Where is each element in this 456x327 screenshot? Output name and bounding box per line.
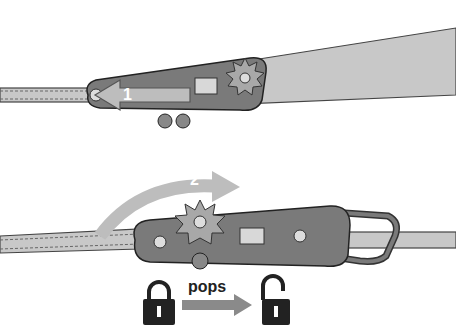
pivot-pin — [154, 236, 166, 248]
strap-right — [240, 28, 456, 104]
gear-axle — [240, 73, 250, 83]
ratchet-handle — [87, 58, 266, 111]
release-wheel — [158, 114, 172, 128]
callout-number: 2 — [190, 172, 199, 188]
body-slot — [240, 228, 264, 244]
release-wheel — [176, 114, 190, 128]
ratchet-body — [134, 206, 350, 266]
rotate-arrow-head — [212, 171, 240, 202]
strap-left — [0, 229, 140, 253]
strap-stitch — [0, 244, 140, 249]
strap-stitch — [0, 234, 140, 240]
closed-lock — [143, 299, 175, 325]
ratchet-gear — [175, 200, 225, 244]
release-wheel — [192, 253, 208, 269]
open-lock — [262, 299, 290, 325]
handle-slot — [195, 78, 217, 94]
pops-arrow — [182, 294, 252, 316]
lock-shackle — [149, 282, 169, 300]
rotate-arrow — [100, 186, 214, 236]
gear-axle — [194, 216, 206, 228]
strap-stitch — [0, 99, 100, 100]
keyhole — [274, 306, 278, 317]
keyhole — [157, 306, 161, 317]
ratchet-gear — [226, 58, 264, 95]
strap-left — [0, 88, 100, 102]
callout-number: 1 — [123, 87, 132, 103]
lock-shackle — [263, 276, 283, 300]
action-label: pops — [188, 279, 226, 295]
pull-arrow — [95, 80, 190, 110]
pivot-pin — [294, 230, 306, 242]
strap-stitch — [0, 91, 100, 92]
